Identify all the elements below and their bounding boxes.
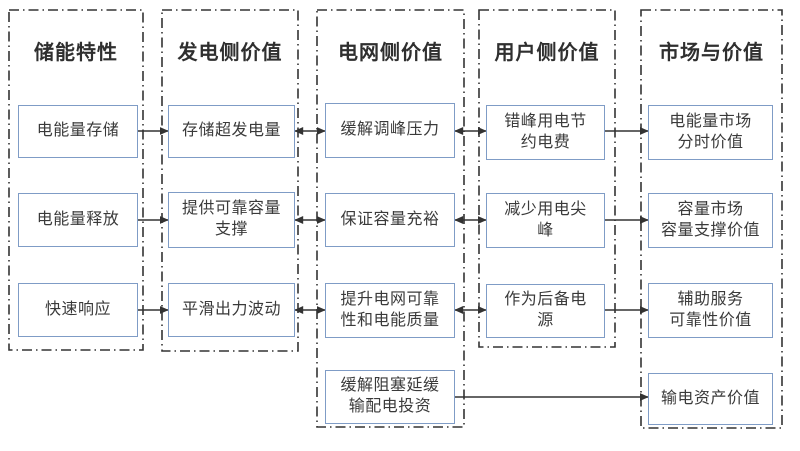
column-title-grid-side: 电网侧价值 (338, 42, 443, 64)
node-energy-release: 电能量释放 (18, 193, 138, 247)
column-title-generation-side: 发电侧价值 (177, 42, 283, 64)
node-ease-peak-regulation: 缓解调峰压力 (325, 103, 455, 158)
node-improve-grid-reliability: 提升电网可靠 性和电能质量 (325, 283, 455, 338)
column-title-market-value: 市场与价值 (659, 42, 764, 64)
node-relieve-congestion-defer-investment: 缓解阻塞延缓 输配电投资 (325, 370, 455, 424)
node-energy-storage: 电能量存储 (18, 105, 138, 158)
node-reduce-peak-demand: 减少用电尖 峰 (486, 193, 605, 248)
node-off-peak-save-cost: 错峰用电节 约电费 (486, 105, 605, 160)
container-market-and-value (640, 9, 783, 429)
container-storage-characteristics (8, 9, 144, 351)
node-smooth-output-fluctuation: 平滑出力波动 (168, 283, 295, 337)
node-ensure-capacity-adequacy: 保证容量充裕 (325, 193, 455, 247)
node-fast-response: 快速响应 (18, 283, 138, 337)
node-energy-market-tou-value: 电能量市场 分时价值 (648, 105, 773, 160)
node-ancillary-reliability-value: 辅助服务 可靠性价值 (648, 283, 773, 338)
column-title-storage-characteristics: 储能特性 (34, 42, 118, 64)
node-store-surplus-generation: 存储超发电量 (168, 105, 295, 158)
node-backup-power-source: 作为后备电 源 (486, 284, 605, 338)
container-generation-side-value (161, 9, 299, 352)
node-capacity-market-support-value: 容量市场 容量支撑价值 (648, 193, 773, 248)
node-reliable-capacity-support: 提供可靠容量 支撑 (168, 192, 295, 248)
node-transmission-asset-value: 输电资产价值 (648, 373, 773, 425)
column-title-user-side: 用户侧价值 (494, 42, 600, 64)
container-user-side-value (478, 9, 616, 348)
